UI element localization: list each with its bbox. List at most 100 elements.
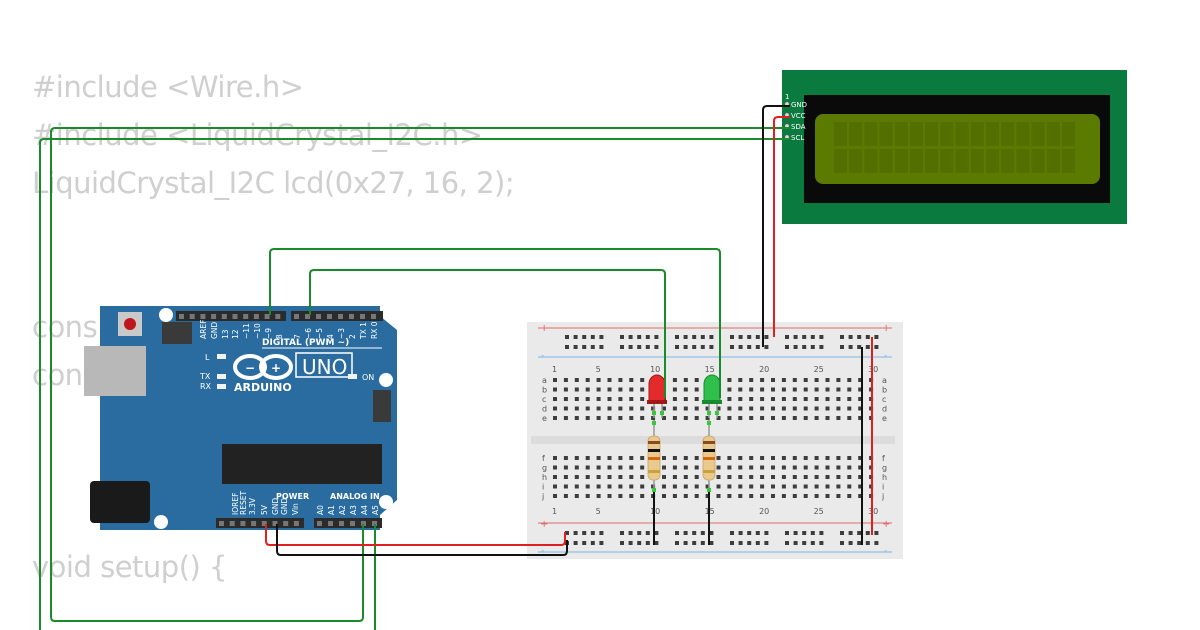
top-pin-label: 8 <box>275 334 284 339</box>
breadboard-hole <box>694 475 699 479</box>
rail-hole <box>565 335 569 339</box>
breadboard-hole <box>760 465 765 470</box>
breadboard-hole <box>629 475 634 479</box>
top-pin-label: ~3 <box>337 328 346 339</box>
red-led-rim <box>647 400 667 404</box>
rail-hole <box>637 345 642 349</box>
breadboard-hole <box>749 494 754 498</box>
breadboard-hole <box>792 378 797 382</box>
rail-hole <box>692 345 697 349</box>
rail-hole <box>637 541 642 545</box>
breadboard-hole <box>640 494 645 498</box>
wires[interactable] <box>39 105 873 630</box>
rail-hole <box>747 335 752 339</box>
lcd-pin-label-scl: SCL <box>791 134 804 142</box>
rail-hole <box>840 335 844 339</box>
breadboard-hole <box>596 406 601 411</box>
breadboard-hole <box>814 406 819 411</box>
code-line-const-1: cons <box>32 310 98 344</box>
breadboard-hole <box>553 397 557 401</box>
led-on-label: ON <box>362 373 374 382</box>
circuit-components[interactable] <box>647 374 722 494</box>
breadboard-hole <box>683 494 688 498</box>
breadboard-hole <box>814 494 819 498</box>
breadboard-hole <box>727 387 732 392</box>
breadboard-hole <box>596 397 601 401</box>
rail-hole <box>573 541 578 545</box>
rail-hole <box>637 531 642 535</box>
rail-hole <box>819 345 824 349</box>
rail-hole <box>628 335 633 339</box>
wire-lcd-vcc <box>773 116 790 337</box>
breadboard-hole <box>760 416 765 420</box>
breadboard-hole <box>672 406 677 411</box>
green-resistor-band <box>703 441 715 444</box>
logo-infinity-left <box>233 354 267 380</box>
breadboard-hole <box>629 494 634 498</box>
breadboard-hole <box>836 494 841 498</box>
column-number-top: 10 <box>650 365 660 374</box>
breadboard-hole <box>727 484 732 489</box>
breadboard-hole <box>792 387 797 392</box>
row-label-right: c <box>882 395 886 404</box>
breadboard-hole <box>858 475 863 479</box>
row-label-left: a <box>542 376 547 385</box>
rail-hole <box>738 345 743 349</box>
lcd-cell <box>849 122 863 146</box>
power-pin-label: GND <box>271 498 280 515</box>
lcd-cell <box>864 149 878 173</box>
lcd-cell <box>864 122 878 146</box>
breadboard-hole <box>585 378 590 382</box>
breadboard-hole <box>651 406 656 411</box>
rail-hole <box>654 335 659 339</box>
rail-hole <box>810 345 815 349</box>
wire-pin10-to-green-led <box>269 248 721 398</box>
rail-hole <box>840 541 844 545</box>
mount-hole-3 <box>379 495 393 509</box>
breadboard-hole <box>629 465 634 470</box>
rail-hole <box>709 531 714 535</box>
breadboard-hole <box>738 494 743 498</box>
breadboard-hole <box>574 484 579 489</box>
lcd-cell <box>940 122 954 146</box>
rail-hole <box>848 335 853 339</box>
icsp-header-1 <box>162 322 192 344</box>
breadboard-hole <box>727 406 732 411</box>
header-pin <box>243 314 249 319</box>
breadboard-hole <box>847 484 852 489</box>
breadboard-hole <box>607 465 612 470</box>
led-rx-label: RX <box>200 382 212 391</box>
breadboard-hole <box>651 484 656 489</box>
rail-hole <box>785 345 789 349</box>
green-resistor-band <box>703 449 715 452</box>
lcd-cell <box>940 149 954 173</box>
rail-hole <box>865 541 870 545</box>
breadboard-hole <box>607 484 612 489</box>
breadboard-hole <box>596 465 601 470</box>
lcd-cell <box>834 149 847 173</box>
rail-hole <box>747 531 752 535</box>
breadboard-hole <box>574 475 579 479</box>
lcd-cell <box>1016 122 1030 146</box>
breadboard-hole <box>738 387 743 392</box>
breadboard-hole <box>553 406 557 411</box>
breadboard-hole <box>814 397 819 401</box>
row-label-left: c <box>542 395 546 404</box>
breadboard-hole <box>771 406 775 411</box>
lcd-cell <box>834 122 847 146</box>
reset-button-cap[interactable] <box>124 318 136 330</box>
rail-hole <box>590 541 595 545</box>
breadboard-hole <box>749 387 754 392</box>
icsp-header-2 <box>373 390 391 422</box>
breadboard-hole <box>825 406 830 411</box>
lcd-cell <box>986 122 999 146</box>
lcd-cell <box>1031 122 1045 146</box>
row-label-left: j <box>541 492 544 501</box>
rail-hole <box>755 335 760 339</box>
rail-hole <box>810 531 815 535</box>
breadboard-hole <box>781 416 786 420</box>
breadboard-hole <box>640 465 645 470</box>
